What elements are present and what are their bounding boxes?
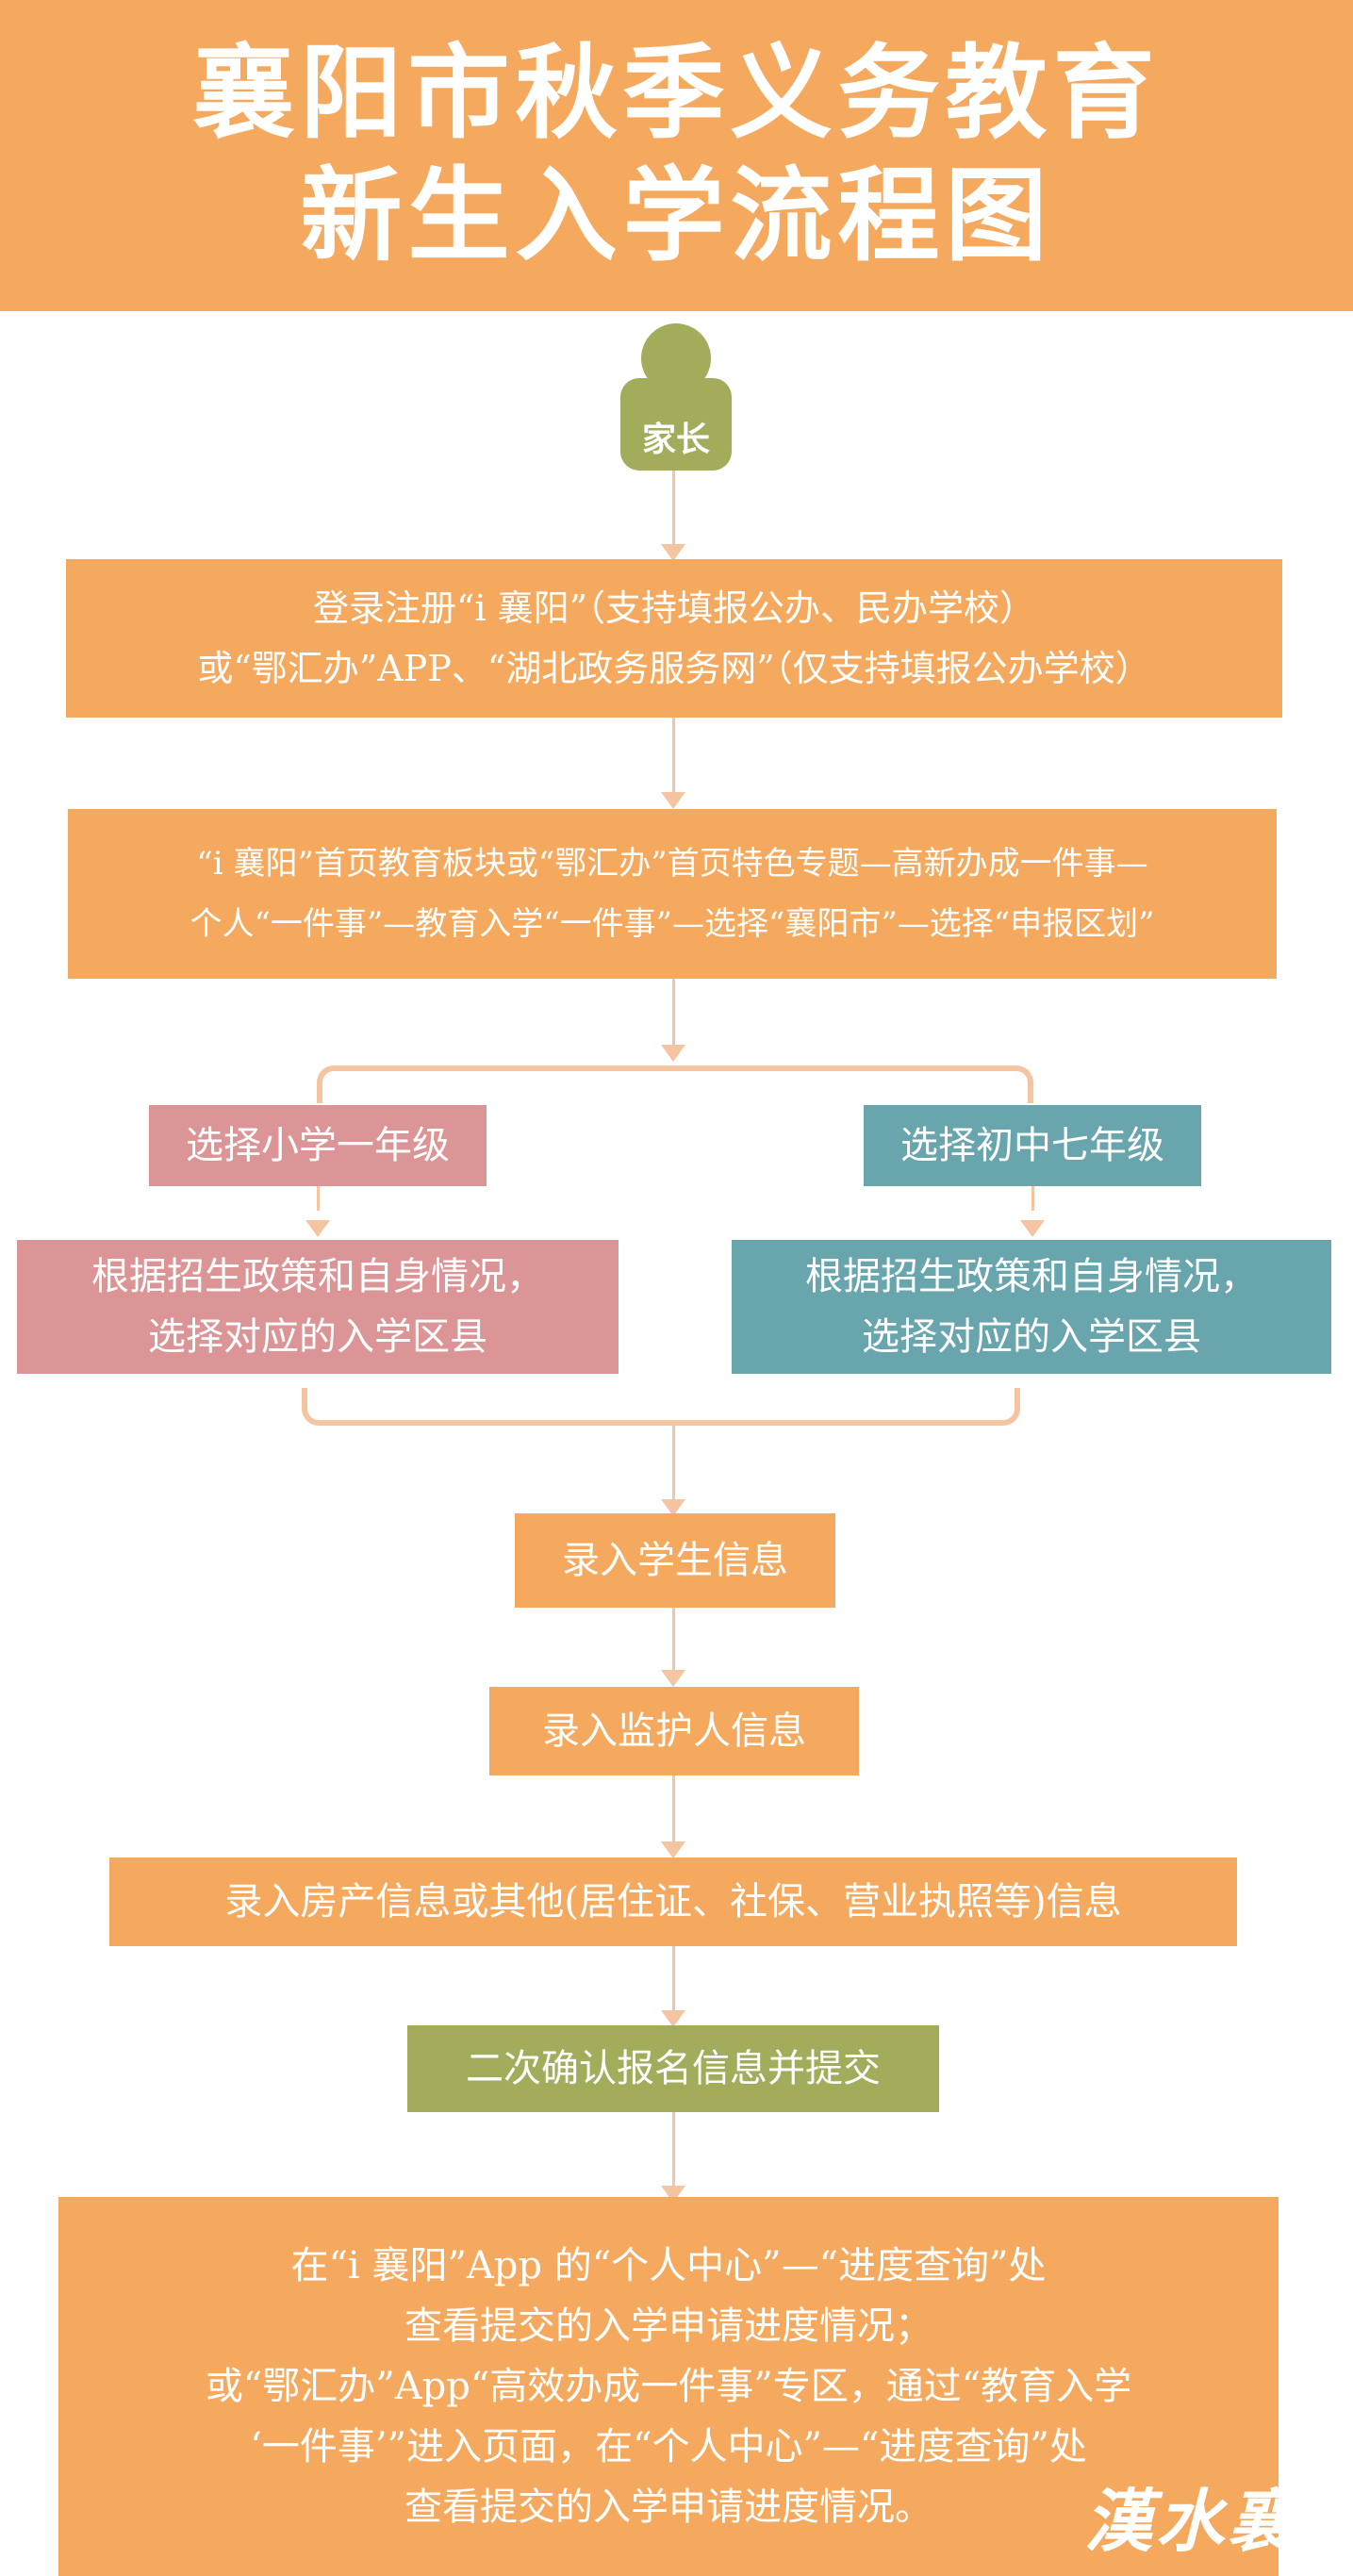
confirm-submit-box: 二次确认报名信息并提交: [407, 2025, 939, 2112]
merge-bracket: [302, 1388, 1020, 1426]
middle-district-box: 根据招生政策和自身情况， 选择对应的入学区县: [732, 1240, 1331, 1374]
parent-label: 家长: [641, 421, 710, 459]
navigate-line-1: “i 襄阳”首页教育板块或“鄂汇办”首页特色专题—高新办成一件事—: [196, 845, 1148, 883]
arrow-down-icon: [305, 1220, 330, 1237]
title-line-1: 襄阳市秋季义务教育: [192, 35, 1161, 153]
primary-district-line-2: 选择对应的入学区县: [148, 1315, 487, 1359]
connector: [672, 1775, 675, 1845]
connector: [672, 471, 675, 548]
split-bracket: [317, 1065, 1033, 1103]
confirm-submit-label: 二次确认报名信息并提交: [466, 2047, 881, 2090]
register-line-1: 登录注册“i 襄阳”（支持填报公办、民办学校）: [312, 587, 1036, 629]
connector: [672, 1426, 675, 1509]
check-line-4: ‘一件事’”进入页面，在“个人中心”—“进度查询”处: [250, 2425, 1087, 2469]
middle-district-line-1: 根据招生政策和自身情况，: [805, 1255, 1258, 1298]
arrow-down-icon: [661, 1670, 685, 1687]
connector: [672, 979, 675, 1058]
primary-grade-label: 选择小学一年级: [186, 1124, 450, 1167]
check-line-5: 查看提交的入学申请进度情况。: [404, 2485, 932, 2529]
middle-grade-label: 选择初中七年级: [900, 1124, 1164, 1167]
check-line-1: 在“i 襄阳”App 的“个人中心”—“进度查询”处: [290, 2244, 1047, 2287]
student-info-box: 录入学生信息: [515, 1513, 835, 1608]
register-line-2: 或“鄂汇办”APP、“湖北政务服务网”（仅支持填报公办学校）: [197, 648, 1151, 689]
navigate-line-2: 个人“一件事”—教育入学“一件事”—选择“襄阳市”—选择“申报区划”: [190, 905, 1155, 943]
connector: [317, 1186, 320, 1211]
property-info-box: 录入房产信息或其他(居住证、社保、营业执照等)信息: [109, 1858, 1237, 1946]
guardian-info-label: 录入监护人信息: [542, 1709, 806, 1753]
arrow-down-icon: [661, 792, 685, 809]
primary-district-line-1: 根据招生政策和自身情况，: [91, 1255, 544, 1298]
middle-grade-box: 选择初中七年级: [864, 1105, 1201, 1186]
header-banner: 襄阳市秋季义务教育 新生入学流程图: [0, 0, 1353, 311]
navigate-step-box: “i 襄阳”首页教育板块或“鄂汇办”首页特色专题—高新办成一件事— 个人“一件事…: [68, 809, 1277, 979]
watermark-logo: 漢水襄陽: [1084, 2481, 1353, 2561]
connector: [672, 1946, 675, 2014]
check-line-3: 或“鄂汇办”App“高效办成一件事”专区，通过“教育入学: [205, 2365, 1132, 2408]
title-line-2: 新生入学流程图: [300, 157, 1053, 275]
register-step-box: 登录注册“i 襄阳”（支持填报公办、民办学校） 或“鄂汇办”APP、“湖北政务服…: [66, 559, 1282, 718]
property-info-label: 录入房产信息或其他(居住证、社保、营业执照等)信息: [224, 1880, 1122, 1924]
middle-district-line-2: 选择对应的入学区县: [862, 1315, 1201, 1359]
check-progress-box: 在“i 襄阳”App 的“个人中心”—“进度查询”处 查看提交的入学申请进度情况…: [58, 2197, 1279, 2576]
primary-district-box: 根据招生政策和自身情况， 选择对应的入学区县: [17, 1240, 619, 1374]
check-line-2: 查看提交的入学申请进度情况；: [404, 2304, 932, 2348]
arrow-down-icon: [661, 1499, 685, 1516]
connector: [672, 2112, 675, 2189]
connector: [1031, 1186, 1034, 1211]
connector: [672, 1608, 675, 1674]
arrow-down-icon: [661, 1045, 685, 1062]
guardian-info-box: 录入监护人信息: [489, 1687, 859, 1775]
primary-grade-box: 选择小学一年级: [149, 1105, 487, 1186]
arrow-down-icon: [661, 1841, 685, 1858]
arrow-down-icon: [1020, 1220, 1045, 1237]
parent-person-icon: 家长: [620, 323, 732, 471]
arrow-down-icon: [661, 2010, 685, 2027]
student-info-label: 录入学生信息: [562, 1539, 788, 1582]
arrow-down-icon: [661, 544, 685, 561]
connector: [672, 718, 675, 795]
